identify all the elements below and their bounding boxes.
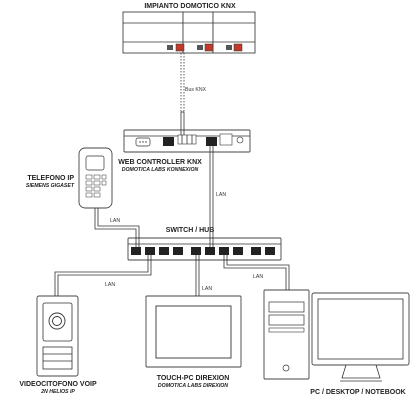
knx-din-modules — [122, 11, 256, 54]
lan-phone-switch — [94, 208, 140, 247]
knx-bus-label: Bus KNX — [185, 87, 207, 93]
lan-label-touchpc: LAN — [202, 286, 212, 292]
pc-tower — [263, 289, 310, 380]
knx-bus-line — [180, 53, 185, 113]
videophone-subtitle: 2N HELIOS IP — [40, 389, 75, 395]
ip-phone-device — [78, 147, 113, 209]
lan-label-videophone: LAN — [105, 282, 115, 288]
ip-phone-subtitle: SIEMENS GIGASET — [26, 183, 75, 189]
videophone-title: VIDEOCITOFONO VOIP — [19, 381, 97, 388]
lan-label-phone: LAN — [110, 218, 120, 224]
lan-pc-switch — [223, 255, 290, 290]
lan-videophone-switch — [54, 255, 152, 296]
lan-touchpc-switch — [195, 255, 200, 296]
web-controller-subtitle: DOMOTICA LABS KONNEXION — [122, 167, 199, 173]
lan-label-pc: LAN — [253, 274, 263, 280]
ip-phone-title: TELEFONO IP — [27, 175, 74, 182]
touch-pc-subtitle: DOMOTICA LABS DIREXION — [158, 383, 228, 389]
lan-label-controller: LAN — [216, 192, 226, 198]
pc-monitor — [311, 292, 410, 382]
web-controller-device — [123, 129, 251, 153]
knx-title: IMPIANTO DOMOTICO KNX — [144, 3, 236, 10]
pc-title: PC / DESKTOP / NOTEBOOK — [310, 389, 405, 396]
videophone-device — [36, 295, 79, 377]
touch-pc-title: TOUCH-PC DIREXION — [157, 375, 230, 382]
touch-pc-device — [145, 295, 242, 368]
web-controller-title: WEB CONTROLLER KNX — [118, 159, 202, 166]
switch-device — [127, 237, 282, 261]
switch-title: SWITCH / HUB — [166, 227, 215, 234]
lan-controller-switch — [209, 146, 214, 247]
